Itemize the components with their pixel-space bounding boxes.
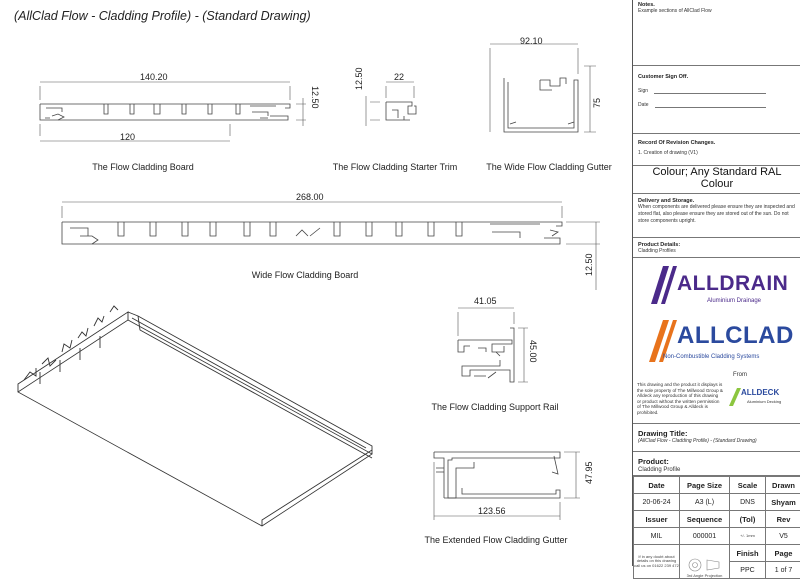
projection-cell: 3rd Angle Projection [680,545,730,579]
dim-board-height: 12.50 [310,86,320,109]
colour-line1: Colour; Any Standard RAL [638,167,796,179]
notes-block: Notes. Example sections of AllClad Flow [633,0,800,66]
logos-block: ALLDRAIN Aluminium Drainage ALLCLAD Non-… [633,258,800,424]
alldeck-tagline: Aluminium Decking [747,399,781,404]
alldrain-wordmark: ALLDRAIN [677,272,788,296]
tol-header: (Tol) [730,511,766,528]
dim-rail-width: 41.05 [474,296,497,306]
caption-support-rail: The Flow Cladding Support Rail [410,402,580,412]
signoff-heading: Customer Sign Off. [638,74,796,80]
from-label: From [733,372,747,378]
pagesize-value: A3 (L) [680,494,730,511]
support-rail-profile [458,328,514,382]
sequence-header: Sequence [680,511,730,528]
drawing-title-text: (AllClad Flow - Cladding Profile) - (Sta… [638,438,796,445]
delivery-block: Delivery and Storage. When components ar… [633,194,800,238]
rev-header: Rev [766,511,800,528]
title-block-grid: Date Page Size Scale Drawn 20-06-24 A3 (… [633,476,800,579]
date-header: Date [634,477,680,494]
projection-symbol-icon [685,557,725,573]
dim-ext-gutter-height: 47.95 [584,461,594,484]
title-block-panel: Notes. Example sections of AllClad Flow … [632,0,800,566]
flow-board-dims [40,82,306,141]
finish-value: PPC [730,562,766,579]
dim-wide-board-height: 12.50 [584,253,594,276]
drawing-canvas: 140.20 120 12.50 12.50 22 92.10 75 268.0… [0,0,632,566]
date-line: Date [638,102,796,108]
product-details-block: Product Details: Cladding Profiles [633,238,800,258]
colour-line2: Colour [638,179,796,191]
allclad-tagline: Non-Combustible Cladding Systems [663,354,759,360]
sequence-value: 000001 [680,528,730,545]
sign-line: Sign [638,88,796,94]
dim-board-width: 140.20 [140,72,168,82]
colour-block: Colour; Any Standard RAL Colour [633,166,800,194]
alldrain-tagline: Aluminium Drainage [707,298,761,304]
caption-flow-board: The Flow Cladding Board [68,162,218,172]
product-block: Product: Cladding Profile [633,452,800,476]
dim-gutter-height: 75 [592,98,602,108]
projection-label: 3rd Angle Projection [680,573,729,578]
drawn-header: Drawn [766,477,800,494]
starter-trim-profile [386,102,416,120]
flow-board-profile [40,104,290,120]
dim-trim-height: 12.50 [354,67,364,90]
support-rail-dims [458,308,528,382]
drawing-title-block: Drawing Title: (AllClad Flow - Cladding … [633,424,800,452]
alldeck-wordmark: ALLDECK [741,388,779,397]
revision-block: Record Of Revision Changes. 1. Creation … [633,134,800,166]
caption-extended-gutter: The Extended Flow Cladding Gutter [406,535,586,545]
allclad-wordmark: ALLCLAD [677,322,794,350]
caption-wide-board: Wide Flow Cladding Board [220,270,390,280]
starter-trim-dims [366,82,414,126]
extended-gutter-profile [434,452,560,498]
dim-gutter-width: 92.10 [520,36,543,46]
revision-heading: Record Of Revision Changes. [638,140,796,146]
drawing-title-heading: Drawing Title: [638,429,796,438]
alldeck-logo [729,388,741,406]
isometric-board-view [18,306,372,526]
dim-ext-gutter-width: 123.56 [478,506,506,516]
product-details-text: Cladding Profiles [638,248,796,255]
delivery-text: When components are delivered please ens… [638,204,796,224]
signoff-block: Customer Sign Off. Sign Date [633,66,800,134]
issuer-value: MIL [634,528,680,545]
scale-header: Scale [730,477,766,494]
dim-rail-height: 45.00 [528,340,538,363]
page-header: Page [766,545,800,562]
notes-text: Example sections of AllClad Flow [638,8,796,15]
ownership-disclaimer: This drawing and the product it displays… [637,382,723,415]
dim-wide-board-width: 268.00 [296,192,324,202]
product-text: Cladding Profile [638,466,796,474]
wide-gutter-dims [490,44,596,132]
caption-wide-gutter: The Wide Flow Cladding Gutter [474,162,624,172]
date-value: 20-06-24 [634,494,680,511]
dim-board-pitch: 120 [120,132,135,142]
alldrain-logo [651,266,677,304]
date-label: Date [638,102,649,108]
finish-header: Finish [730,545,766,562]
contact-note: If in any doubt about details on this dr… [634,545,680,579]
drawn-value: Shyam [766,494,800,511]
wide-gutter-profile [504,78,578,132]
issuer-header: Issuer [634,511,680,528]
sign-label: Sign [638,88,648,94]
drawing-sheet: (AllClad Flow - Cladding Profile) - (Sta… [0,0,800,566]
caption-starter-trim: The Flow Cladding Starter Trim [320,162,470,172]
product-heading: Product: [638,457,796,466]
revision-item: 1. Creation of drawing (V1) [638,150,796,157]
tol-value: +/- 1mm [730,528,766,545]
scale-value: DNS [730,494,766,511]
rev-value: V5 [766,528,800,545]
wide-board-profile [62,222,562,244]
page-value: 1 of 7 [766,562,800,579]
dim-trim-width: 22 [394,72,404,82]
pagesize-header: Page Size [680,477,730,494]
